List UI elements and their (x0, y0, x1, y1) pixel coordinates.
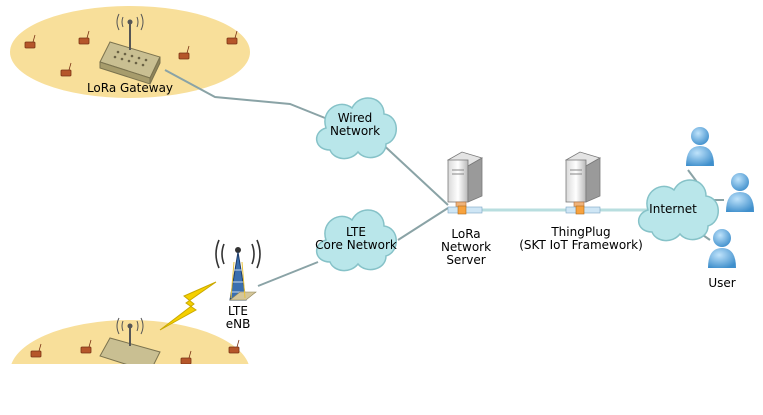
lora-sensor-icon (226, 30, 238, 45)
lora-sensor-icon (60, 62, 72, 77)
lora-sensor-icon (24, 34, 36, 49)
label-lora-network-server: LoRa Network Server (440, 227, 492, 267)
link-gateway-wired (164, 69, 331, 121)
link-lte-server (397, 207, 449, 241)
lora-sensor-icon (78, 30, 90, 45)
label-lte-core-network: LTE Core Network (315, 225, 397, 252)
lora-sensor-icon (178, 45, 190, 60)
cloud-icon (316, 97, 397, 160)
lte-tower-icon (215, 239, 261, 301)
label-internet: Internet (649, 202, 697, 216)
link-enb-lte (257, 261, 319, 287)
label-lte-enb: LTE eNB (225, 304, 251, 331)
lora-sensor-icon (180, 350, 192, 365)
user-person-icon (708, 229, 736, 268)
cloud-icon (316, 209, 397, 272)
label-thingplug: ThingPlug (SKT IoT Framework) (519, 225, 643, 252)
link-wired-server (377, 139, 449, 206)
gateway-router-icon (99, 13, 161, 85)
user-person-icon (686, 127, 714, 166)
sensors-bottom (30, 339, 240, 365)
lora-sensor-icon (228, 339, 240, 354)
lora-sensor-icon (30, 343, 42, 358)
lora-sensor-icon (80, 339, 92, 354)
cloud-icon (638, 179, 719, 242)
label-wired-network: Wired Network (329, 111, 381, 138)
server-icon (446, 151, 484, 215)
server-icon (564, 151, 602, 215)
label-lora-gateway: LoRa Gateway (86, 81, 174, 95)
sensors-top (24, 30, 238, 77)
user-person-icon (726, 173, 754, 212)
label-user: User (708, 276, 736, 290)
lightning-bolt-icon (159, 281, 217, 331)
